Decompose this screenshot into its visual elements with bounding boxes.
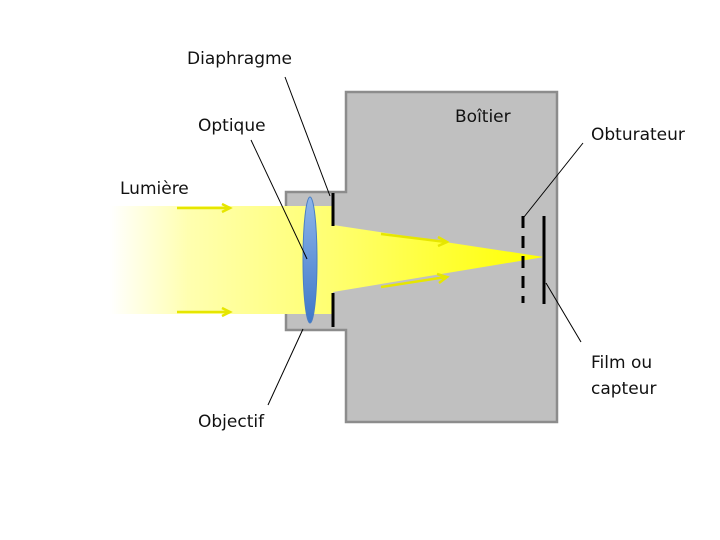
light-arrows bbox=[177, 202, 450, 318]
leader-objectif bbox=[267, 328, 304, 406]
arrow-icon bbox=[380, 232, 450, 248]
arrow-icon bbox=[177, 202, 233, 214]
label-lumiere: Lumière bbox=[120, 179, 189, 199]
label-obturateur: Obturateur bbox=[591, 125, 685, 145]
label-film-line1: Film ou bbox=[591, 353, 652, 373]
leader-optique bbox=[250, 139, 308, 260]
label-film-line2: capteur bbox=[591, 379, 656, 399]
arrow-icon bbox=[380, 272, 450, 289]
leader-lines bbox=[250, 76, 584, 406]
lens bbox=[302, 196, 318, 324]
label-diaphragme: Diaphragme bbox=[187, 49, 292, 69]
light-cone bbox=[333, 225, 544, 292]
label-optique: Optique bbox=[198, 116, 266, 136]
label-objectif: Objectif bbox=[198, 412, 265, 432]
incoming-light-beam bbox=[110, 206, 333, 314]
leader-obturateur bbox=[523, 142, 584, 218]
arrow-icon bbox=[177, 306, 233, 318]
leader-diaphragme bbox=[284, 76, 331, 197]
label-boitier: Boîtier bbox=[455, 107, 511, 127]
leader-film bbox=[545, 282, 582, 343]
